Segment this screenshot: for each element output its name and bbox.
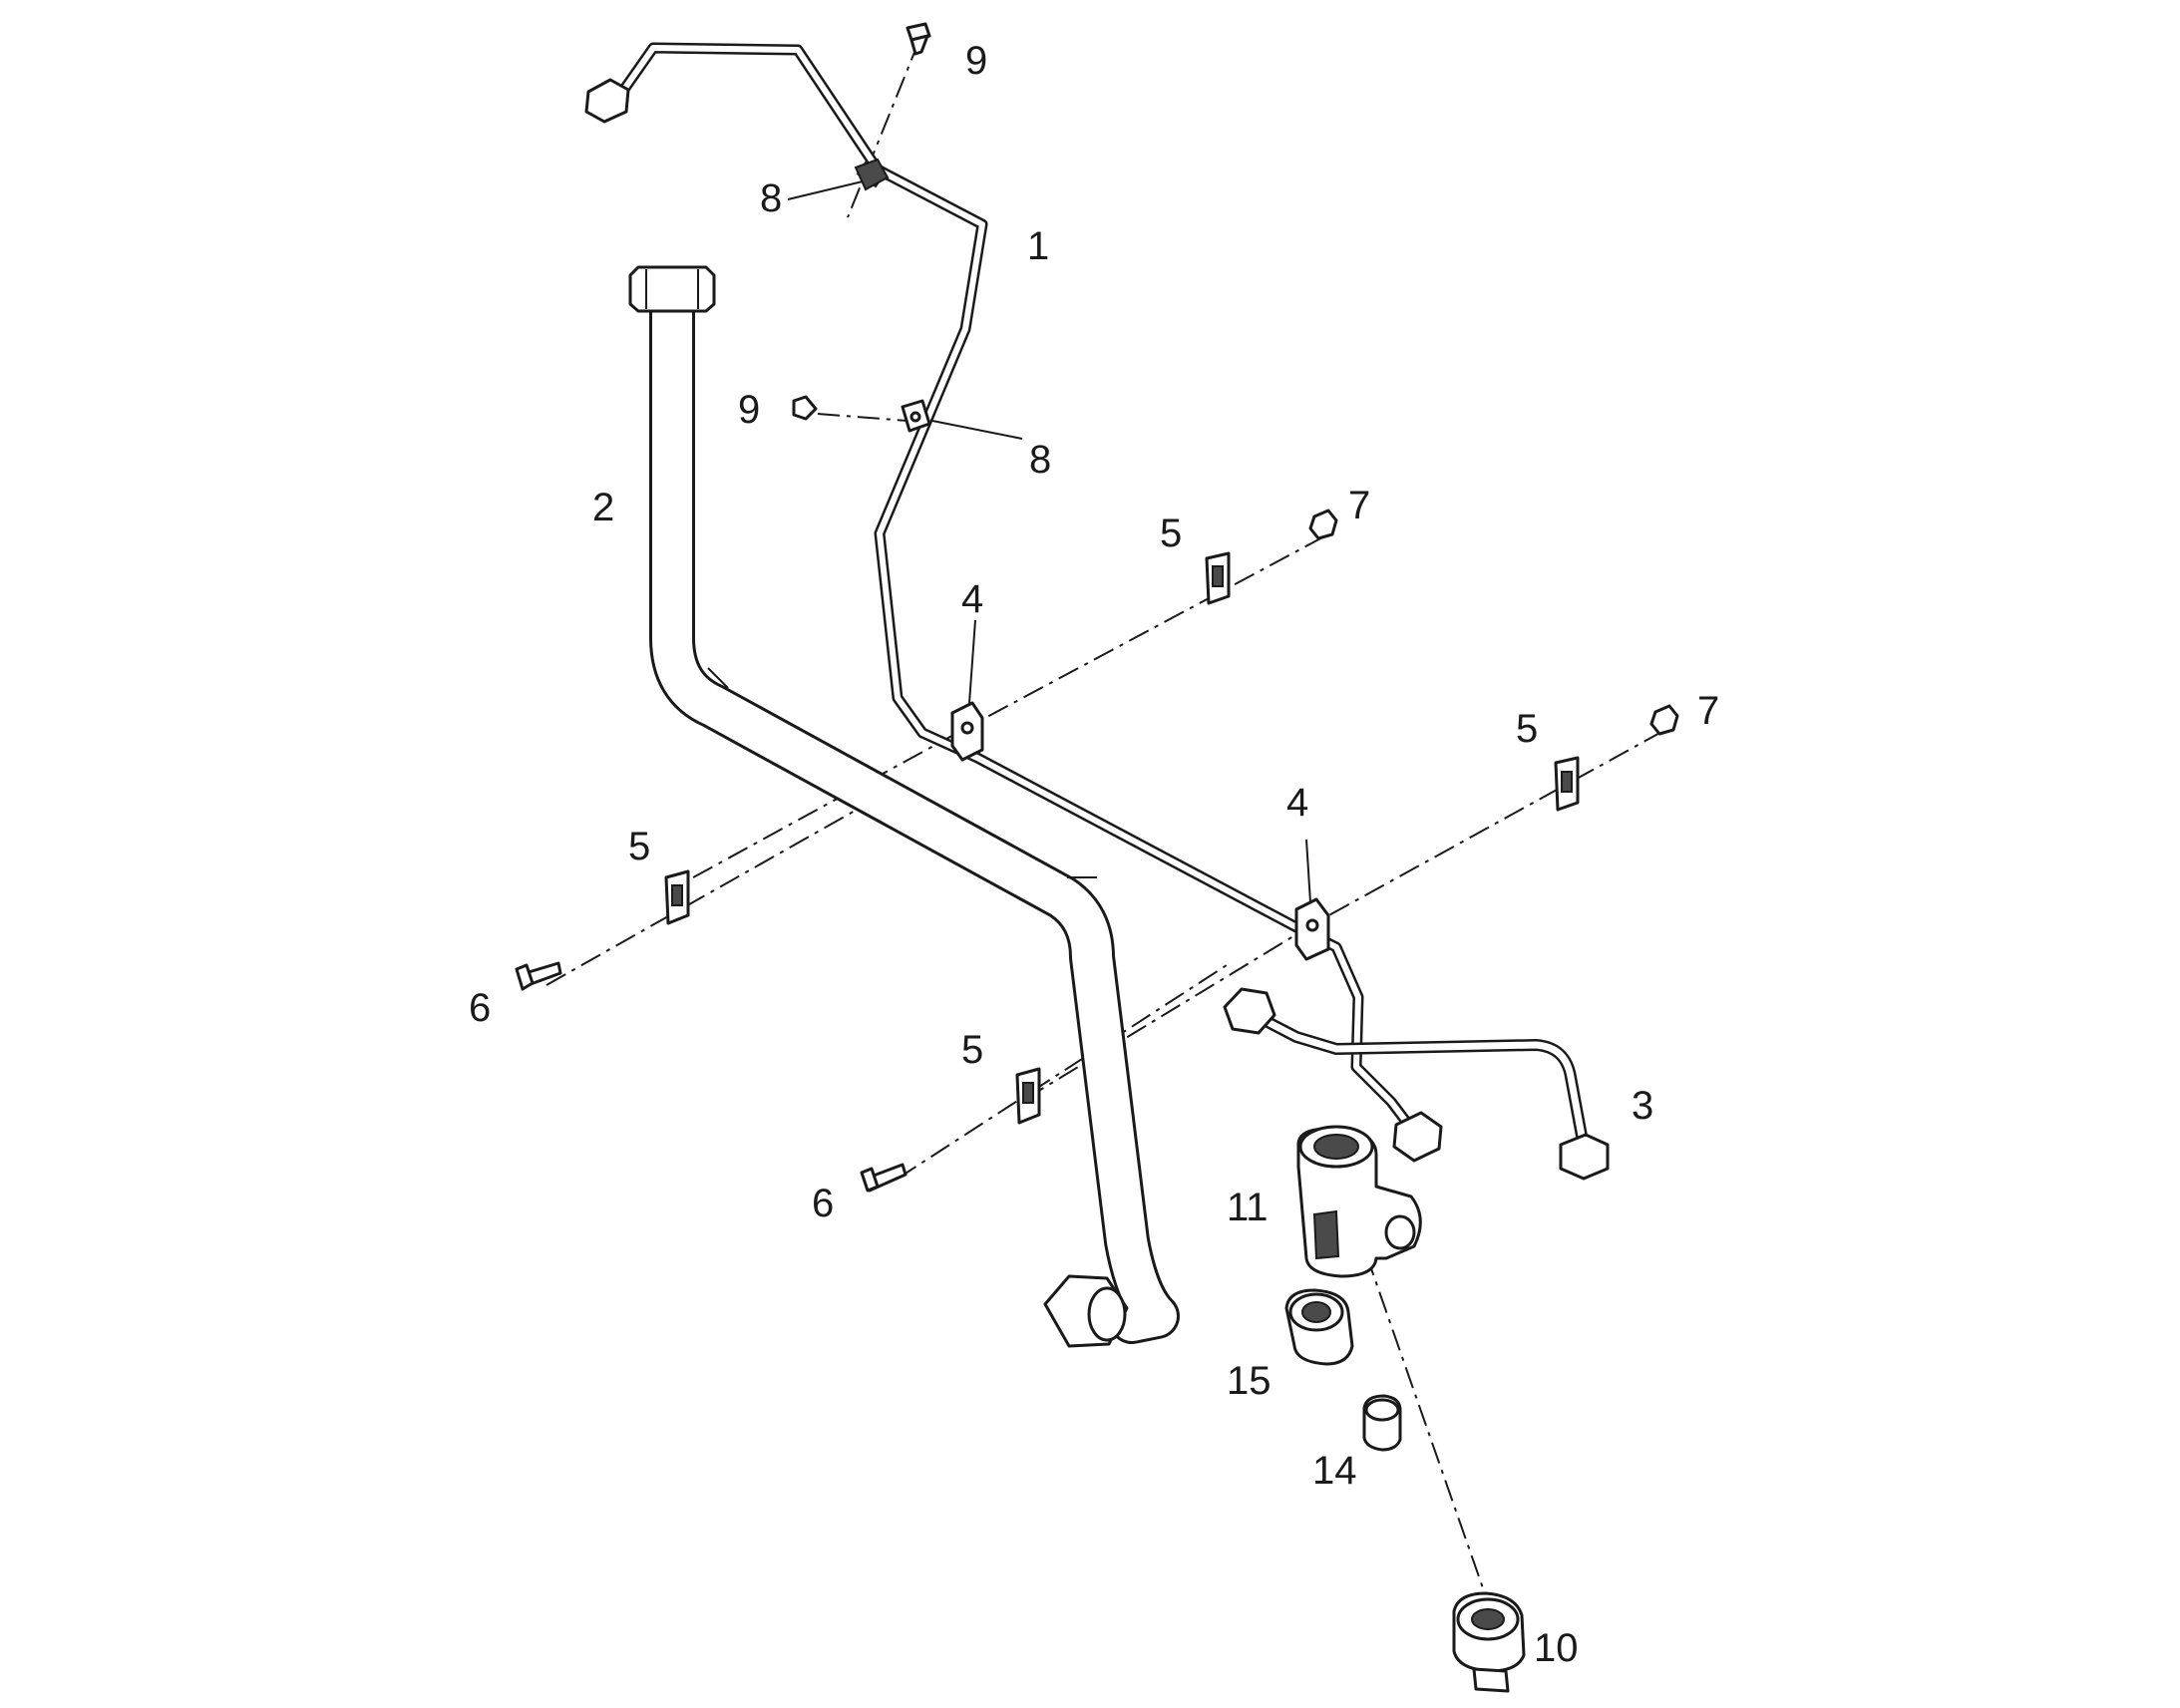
callout-15: 15 [1227, 1359, 1272, 1403]
callout-10: 10 [1534, 1626, 1579, 1670]
part-4-clamp-lower [1294, 897, 1330, 961]
part-11-tee-fitting [1296, 1125, 1422, 1278]
part-15-adapter [1284, 1288, 1354, 1366]
callout-7-a: 7 [1348, 484, 1370, 527]
part-10-connector [1452, 1591, 1526, 1693]
part-14-plug [1362, 1394, 1402, 1452]
callout-6-a: 6 [469, 986, 491, 1030]
callout-1: 1 [1027, 224, 1049, 268]
callout-leaders [787, 180, 1311, 903]
callout-6-b: 6 [812, 1182, 834, 1225]
callout-8-lower: 8 [1029, 438, 1051, 482]
part-6-bolt-1 [515, 961, 562, 991]
part-8-clamp-lower [901, 399, 931, 433]
part-7-nut-2 [1649, 704, 1679, 736]
part-5-clip-3 [664, 869, 690, 925]
part-9-screw-lower [792, 395, 818, 421]
callout-3: 3 [1632, 1084, 1653, 1128]
part-9-screw-upper [906, 22, 931, 56]
part-7-nut-1 [1308, 509, 1338, 540]
callout-9-lower: 9 [738, 388, 760, 432]
part-5-clip-4 [1015, 1067, 1041, 1125]
part-1-pipe [584, 42, 1443, 1163]
callout-4-upper: 4 [961, 577, 983, 621]
callout-9-upper: 9 [965, 39, 987, 83]
part-5-clip-1 [1205, 551, 1231, 605]
callout-8-upper: 8 [760, 176, 782, 220]
callout-5-d: 5 [961, 1028, 983, 1072]
callout-2: 2 [592, 486, 614, 529]
part-3-pipe [1223, 987, 1610, 1181]
callout-5-b: 5 [1516, 707, 1538, 751]
callout-5-c: 5 [628, 825, 650, 868]
part-4-clamp-upper [950, 701, 984, 762]
part-8-clamp-upper [854, 158, 890, 191]
callout-4-lower: 4 [1286, 781, 1308, 825]
callout-14: 14 [1312, 1449, 1357, 1493]
callout-11: 11 [1227, 1186, 1269, 1229]
callout-labels: 1 2 3 4 4 5 5 5 5 6 6 7 7 8 8 9 9 10 11 … [469, 39, 1719, 1670]
part-6-bolt-2 [860, 1163, 908, 1193]
part-5-clip-2 [1554, 756, 1580, 812]
callout-7-b: 7 [1697, 689, 1719, 733]
callout-5-a: 5 [1160, 512, 1182, 555]
part-2-pipe [628, 265, 1180, 1348]
